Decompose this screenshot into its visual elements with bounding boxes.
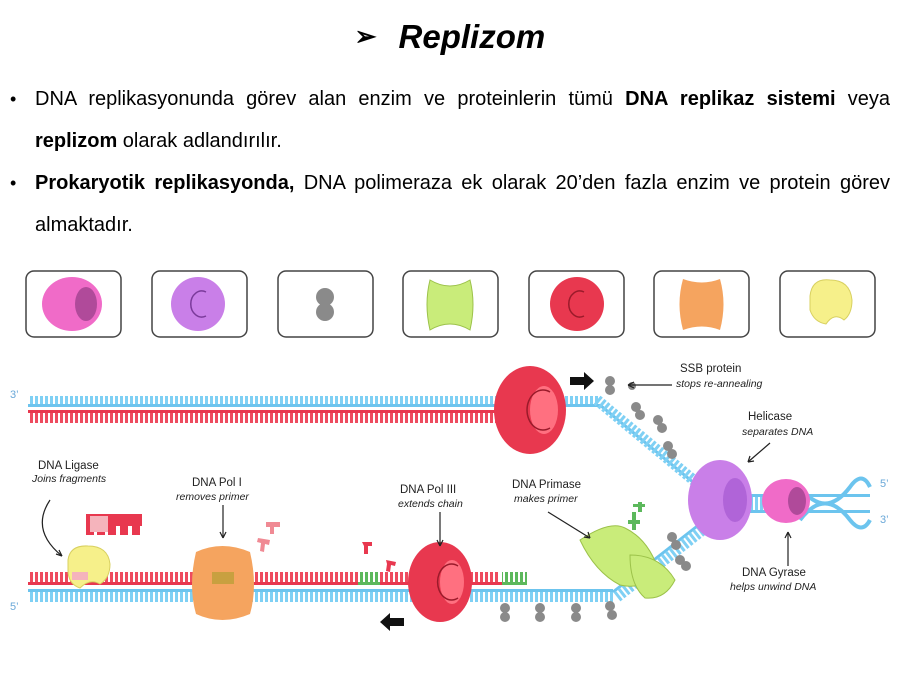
- primase-label: DNA Primase: [512, 479, 581, 491]
- ligase-complex: [67, 514, 142, 589]
- end-label-right-top: 5’: [880, 478, 889, 490]
- top-diag-ticks: [593, 395, 701, 488]
- primase-complex: [579, 502, 676, 599]
- helicase-icon: [171, 277, 225, 331]
- primase-icon: [426, 279, 474, 331]
- bullet-text: olarak adlandırılır.: [117, 130, 282, 152]
- primer-ticks: [502, 572, 527, 582]
- helicase-complex: [688, 460, 810, 540]
- pol3-label: DNA Pol III: [400, 484, 456, 496]
- pol1-icon: [679, 279, 724, 330]
- bullet-dot-icon: •: [10, 173, 17, 193]
- ssb-dot: [605, 376, 615, 386]
- gyrase-sub-label: helps unwind DNA: [730, 581, 816, 593]
- bullet-bold: DNA replikaz sistemi: [625, 88, 836, 110]
- pol3-icon: [550, 277, 604, 331]
- end-label-top-left: 3’: [10, 389, 19, 401]
- pointer-lines: [41, 381, 792, 566]
- protein-legend: [25, 270, 876, 338]
- pol3-top: [494, 366, 594, 454]
- gyrase-label: DNA Gyrase: [742, 567, 806, 579]
- ssb-proteins: [500, 376, 691, 622]
- top-template-ticks: [28, 396, 600, 406]
- bullet-text: DNA replikasyonunda görev alan enzim ve …: [35, 88, 626, 110]
- bullet-item: • Prokaryotik replikasyonda, DNA polimer…: [8, 162, 890, 246]
- ssb-icon: [316, 303, 334, 321]
- direction-arrow-icon: [380, 613, 404, 631]
- ligase-label: DNA Ligase: [38, 460, 99, 472]
- bullet-bold: replizom: [35, 130, 118, 152]
- bottom-diag-ticks: [613, 520, 713, 602]
- pol3-c-icon: [568, 290, 585, 318]
- pol1-sub-label: removes primer: [176, 491, 249, 503]
- pol1-complex: [192, 522, 280, 620]
- ligase-sub-label: Joins fragments: [31, 473, 107, 485]
- primer-ticks: [358, 572, 380, 582]
- bullet-text: DNA polimeraza ek olarak 20’den fazla en…: [35, 172, 890, 236]
- bottom-template-strand: [28, 589, 613, 592]
- ssb-sub-label: stops re-annealing: [676, 378, 763, 390]
- title-text: Replizom: [398, 18, 546, 55]
- bottom-template-ticks: [28, 592, 613, 602]
- bullet-bold: Prokaryotik replikasyonda,: [35, 172, 295, 194]
- ssb-icon: [316, 288, 334, 306]
- helicase-sub-label: separates DNA: [742, 426, 813, 438]
- end-label-right-bottom: 3’: [880, 514, 889, 526]
- pol1-label: DNA Pol I: [192, 477, 242, 489]
- top-leading-ticks: [28, 413, 508, 423]
- pol3-bottom: [362, 542, 472, 631]
- direction-arrow-icon: [570, 372, 594, 390]
- bullet-dot-icon: •: [10, 89, 17, 109]
- ssb-label: SSB protein: [680, 363, 741, 375]
- top-strands: [28, 395, 701, 490]
- helicase-c-icon: [190, 290, 207, 318]
- ligase-icon: [809, 279, 853, 325]
- top-template-strand: [28, 404, 600, 407]
- page-title: ➢ Replizom: [0, 18, 900, 56]
- primase-sub-label: makes primer: [514, 493, 578, 505]
- bullet-text: veya: [835, 88, 890, 110]
- ligase-icon: [67, 545, 111, 589]
- helix-strand: [798, 476, 872, 506]
- arrow-bullet-icon: ➢: [354, 21, 377, 51]
- helicase-label: Helicase: [748, 411, 792, 423]
- helix-strand: [798, 501, 872, 530]
- gyrase-inner-icon: [75, 287, 97, 321]
- end-label-bottom-left: 5’: [10, 601, 19, 613]
- bullet-list: • DNA replikasyonunda görev alan enzim v…: [8, 78, 890, 246]
- top-leading-strand: [28, 410, 508, 413]
- bullet-item: • DNA replikasyonunda görev alan enzim v…: [8, 78, 890, 162]
- pol3-sub-label: extends chain: [398, 498, 463, 510]
